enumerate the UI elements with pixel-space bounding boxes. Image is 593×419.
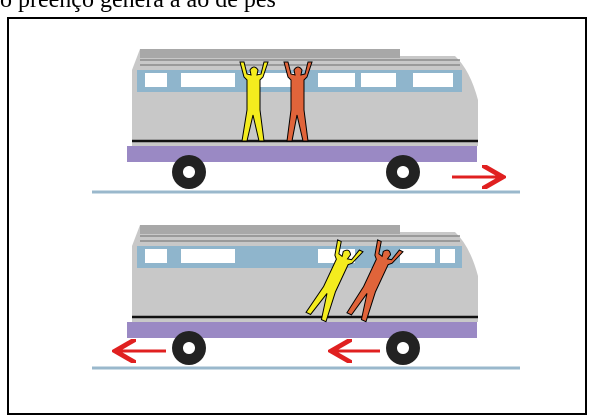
scene-top xyxy=(92,49,520,192)
scene-bottom xyxy=(92,225,520,368)
train-wagon-icon xyxy=(127,225,478,338)
